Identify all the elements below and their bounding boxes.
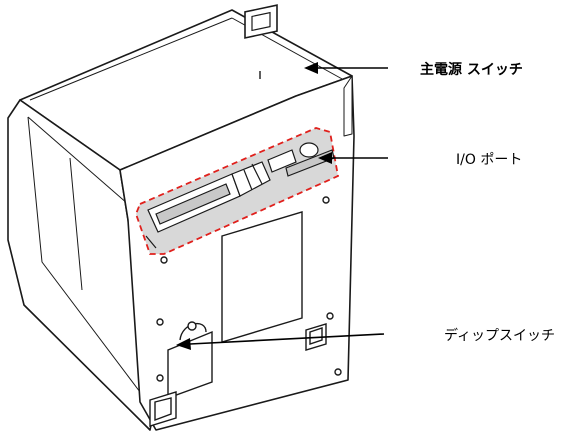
- arrow-left-icon: [176, 333, 385, 350]
- arrow-left-icon: [318, 152, 388, 164]
- dip-switch-label: ディップスイッチ: [444, 328, 556, 344]
- io-port-label: I/O ポート: [456, 152, 523, 168]
- rear-label-area: [221, 211, 303, 343]
- dip-switch-cover: [167, 321, 213, 399]
- io-port-connectors: [145, 142, 335, 249]
- foot-pads: [149, 323, 327, 427]
- arrow-left-icon: [304, 62, 388, 74]
- screw-holes: [156, 196, 342, 382]
- main-power-switch: [244, 4, 278, 79]
- main-power-switch-label: 主電源 スイッチ: [420, 62, 523, 78]
